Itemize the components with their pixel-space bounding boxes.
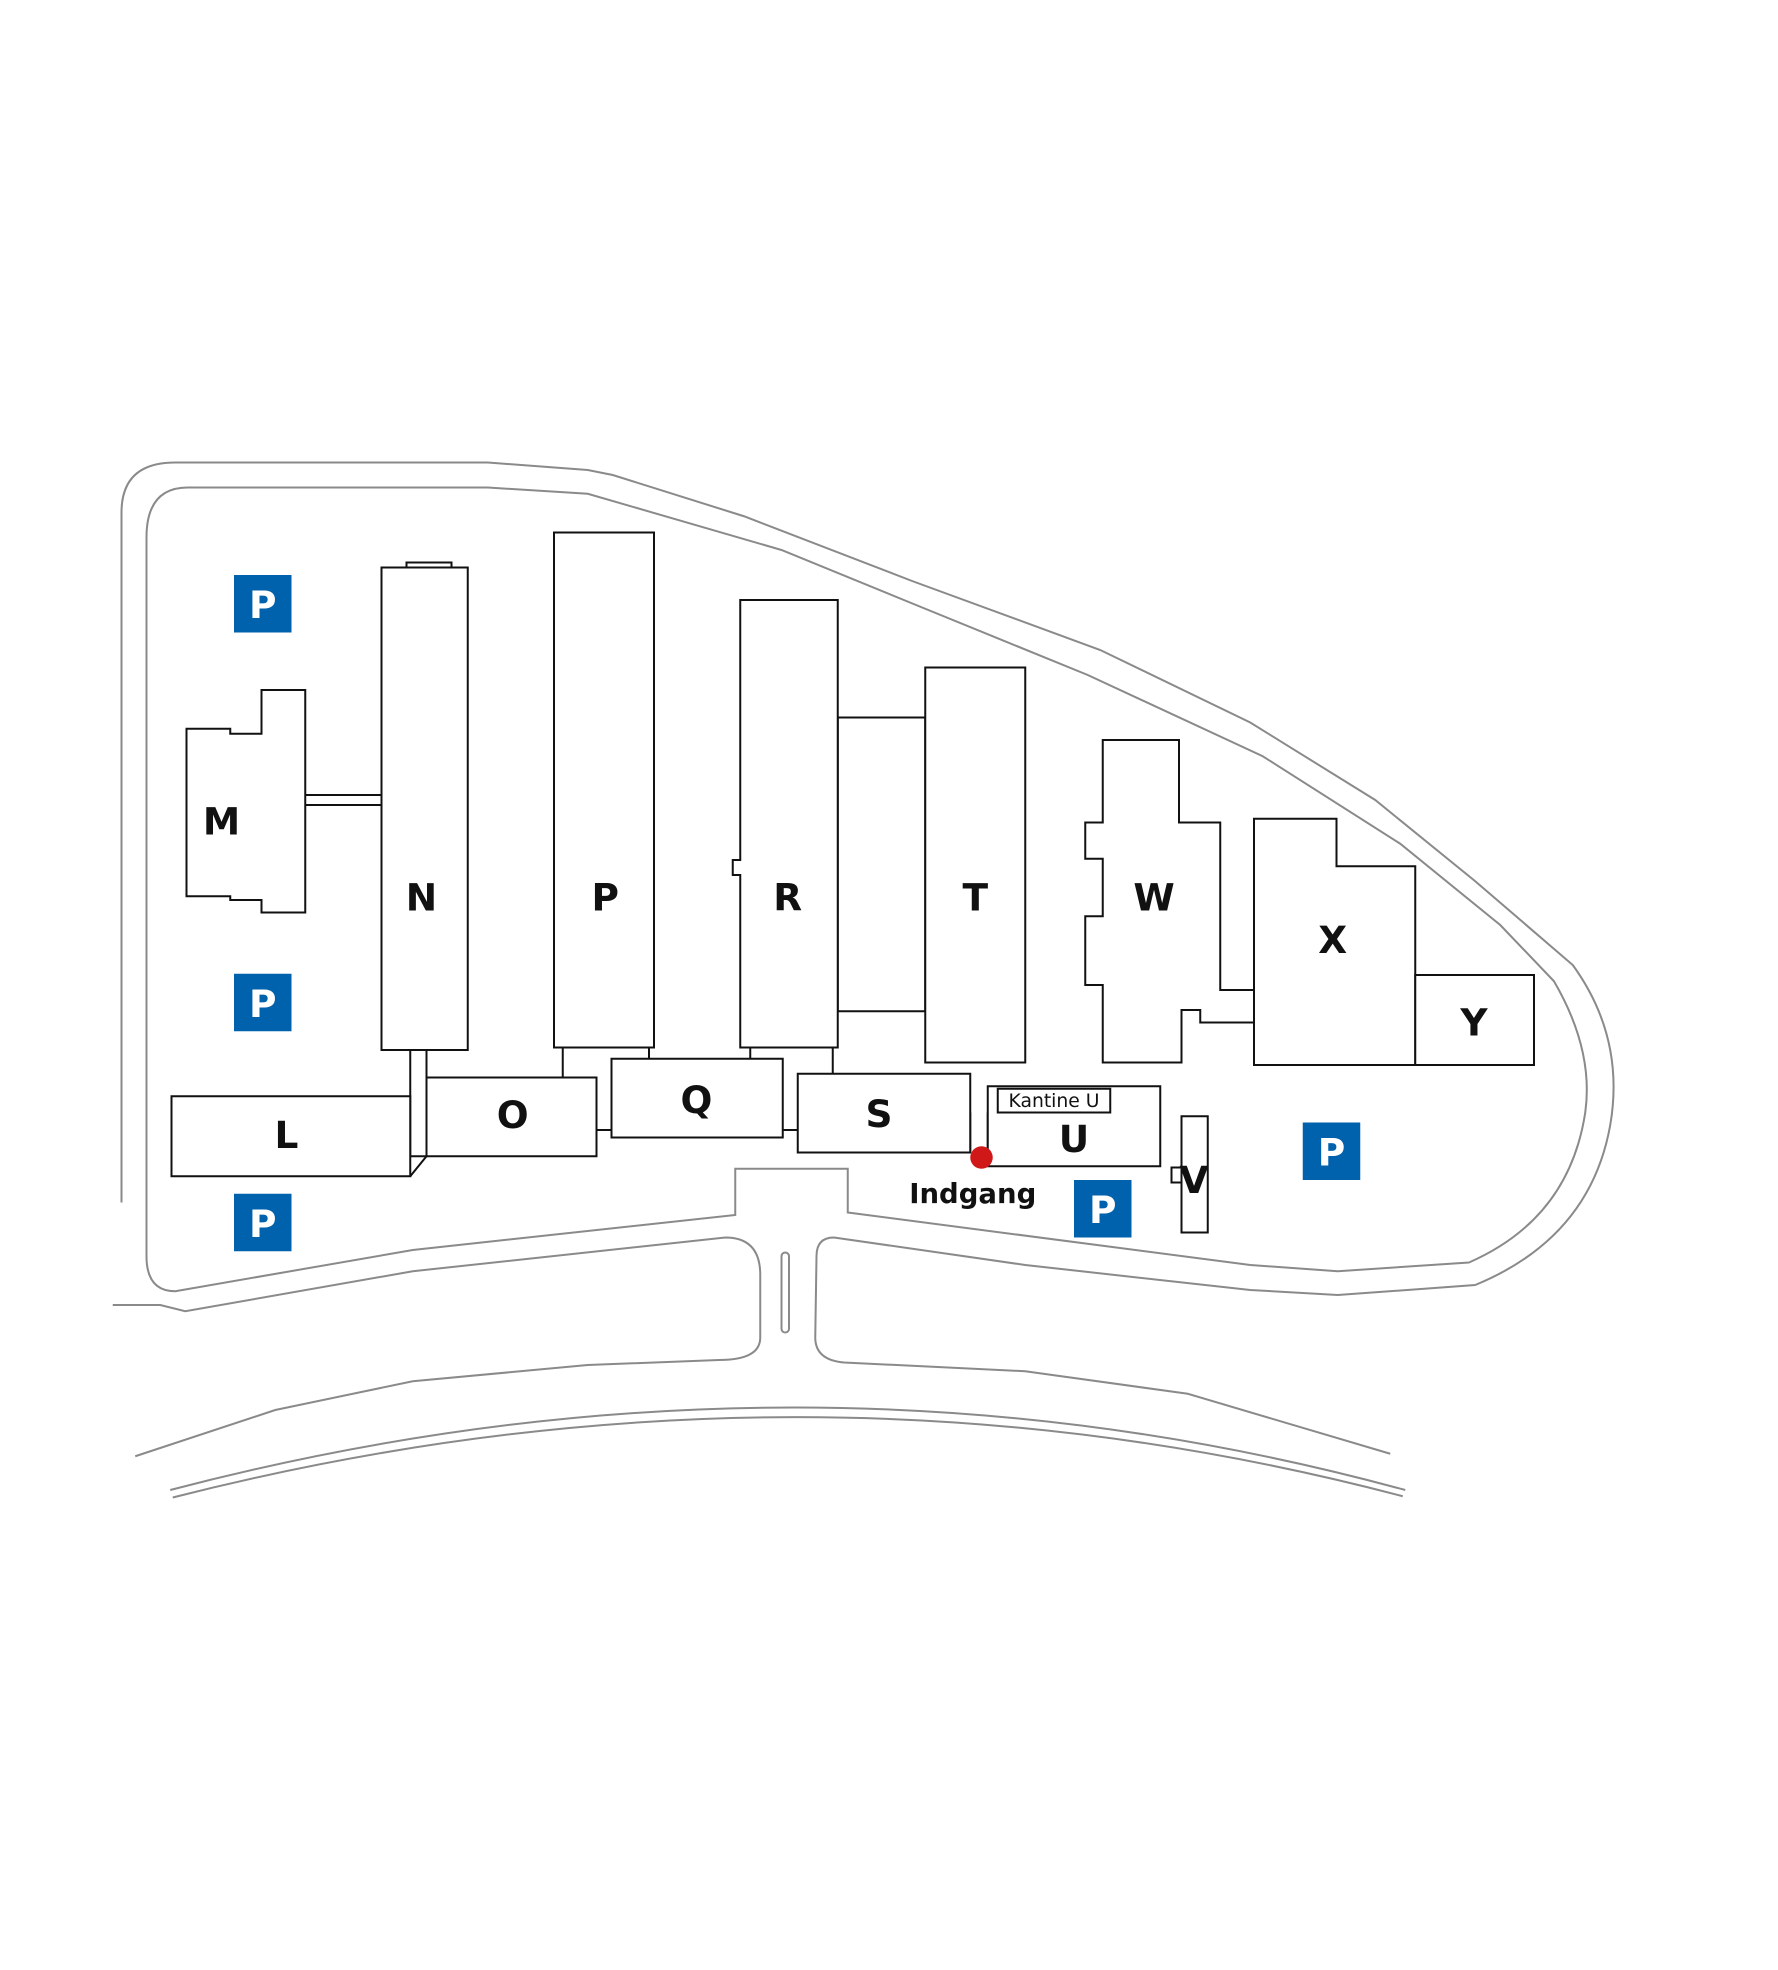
entrance-marker-icon[interactable] (970, 1146, 993, 1169)
label-r: R (773, 876, 802, 920)
building-y[interactable] (1414, 974, 1535, 1066)
building-n[interactable] (380, 566, 469, 1051)
label-o: O (497, 1093, 529, 1137)
svg-text:P: P (249, 583, 276, 627)
label-n: N (406, 876, 437, 920)
label-v: V (1179, 1158, 1208, 1202)
building-p[interactable] (553, 531, 655, 1049)
building-m[interactable] (185, 689, 307, 914)
building-o[interactable] (425, 1076, 598, 1158)
building-w[interactable] (1084, 739, 1255, 1064)
canteen-label: Kantine U (1008, 1091, 1099, 1112)
parking-icon[interactable]: P (234, 575, 292, 633)
parking-icon[interactable]: P (234, 1193, 292, 1252)
building-s[interactable] (796, 1072, 972, 1154)
parking-signs: P P P P P (234, 575, 1361, 1252)
label-p: P (592, 876, 619, 920)
building-labels: M N P R T W X Y L O Q S U V Kantine U (203, 799, 1489, 1202)
svg-text:P: P (1089, 1188, 1116, 1232)
road-median (780, 1251, 790, 1334)
label-w: W (1133, 876, 1174, 920)
canteen-label-box (996, 1087, 1112, 1114)
main-road-edge-2 (172, 1416, 1404, 1499)
label-q: Q (681, 1078, 713, 1122)
building-v[interactable] (1180, 1115, 1209, 1234)
buildings (170, 531, 1535, 1234)
parking-icon[interactable]: P (1302, 1122, 1361, 1181)
svg-text:P: P (1318, 1131, 1345, 1175)
label-y: Y (1459, 1001, 1488, 1045)
entrance-label: Indgang (909, 1178, 1036, 1210)
building-x[interactable] (1253, 817, 1417, 1066)
main-road-edge-1 (169, 1406, 1406, 1491)
outer-road-edge (120, 461, 1615, 1455)
building-q[interactable] (610, 1057, 784, 1139)
inner-road-edge (145, 486, 1588, 1293)
building-l[interactable] (170, 1095, 412, 1178)
label-x: X (1318, 918, 1347, 962)
lower-left-road-edge (112, 1236, 762, 1458)
parking-icon[interactable]: P (234, 973, 292, 1032)
parking-icon[interactable]: P (1074, 1180, 1132, 1238)
svg-text:P: P (249, 982, 276, 1026)
label-t: T (962, 876, 988, 920)
building-r[interactable] (731, 599, 839, 1049)
label-u: U (1059, 1117, 1089, 1161)
label-s: S (865, 1092, 892, 1136)
label-m: M (203, 799, 240, 843)
label-l: L (275, 1113, 299, 1157)
building-t[interactable] (924, 666, 1027, 1064)
roads (112, 461, 1615, 1499)
svg-text:P: P (249, 1202, 276, 1246)
